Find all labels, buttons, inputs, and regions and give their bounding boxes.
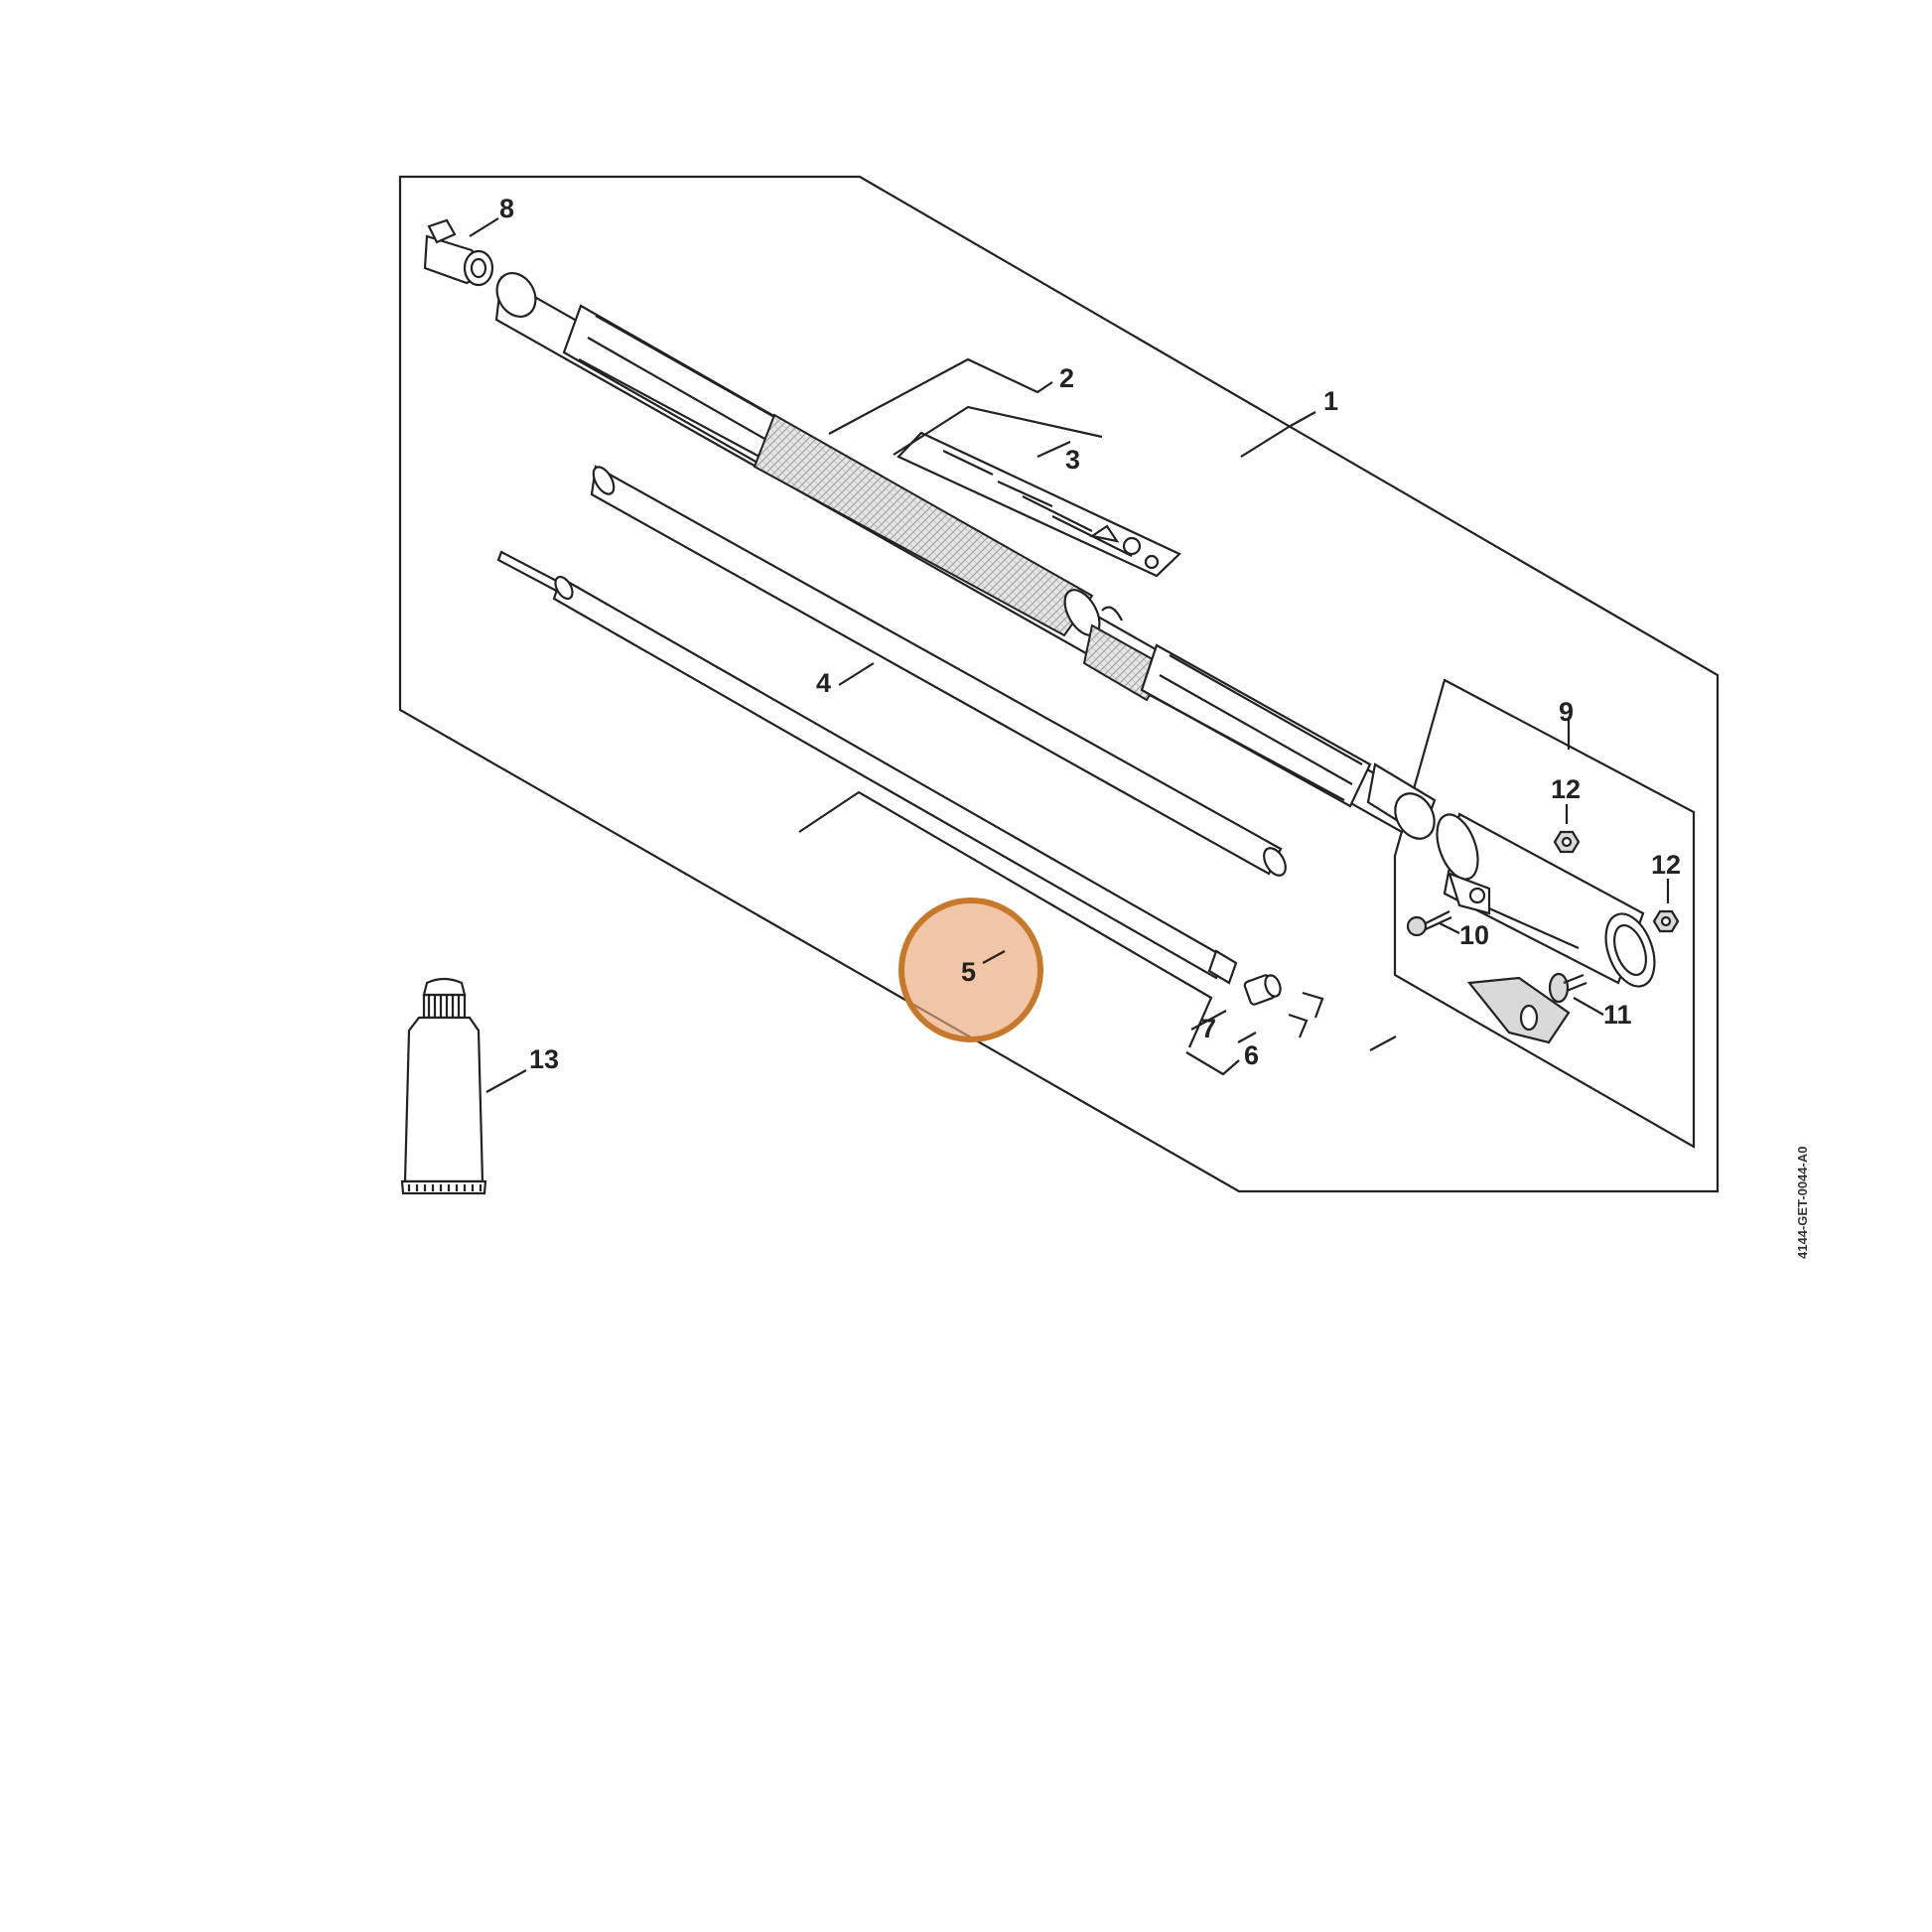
drive-tube[interactable] — [489, 266, 1443, 846]
tube-cap[interactable] — [423, 218, 494, 287]
drive-shaft[interactable] — [496, 550, 1238, 985]
label-part-10: 10 — [1459, 920, 1489, 950]
highlight-marker[interactable] — [898, 897, 1043, 1042]
label-part-11: 11 — [1603, 1000, 1632, 1030]
label-part-13: 13 — [529, 1044, 559, 1074]
label-part-7: 7 — [1201, 1014, 1216, 1043]
label-part-12-upper: 12 — [1551, 774, 1581, 804]
bushing[interactable] — [1243, 973, 1284, 1006]
handle-clamp[interactable] — [1429, 809, 1663, 993]
label-part-6: 6 — [1244, 1040, 1259, 1070]
assembly-boundary — [398, 175, 1720, 1193]
label-part-5: 5 — [961, 957, 976, 987]
warning-decal — [897, 431, 1181, 578]
label-part-1: 1 — [1323, 386, 1338, 416]
label-part-2: 2 — [1059, 363, 1074, 393]
drawing-code: 4144-GET-0044-A0 — [1795, 1147, 1810, 1259]
circlip[interactable] — [1288, 991, 1324, 1038]
label-part-4: 4 — [816, 668, 831, 698]
label-part-3: 3 — [1065, 445, 1080, 475]
protective-tube[interactable] — [590, 464, 1291, 879]
wing-screw[interactable] — [1466, 972, 1587, 1044]
label-part-9: 9 — [1559, 697, 1574, 727]
leader-lines — [469, 217, 1670, 1093]
hex-nut-right[interactable] — [1652, 909, 1680, 933]
label-part-8: 8 — [499, 194, 514, 223]
label-part-12-right: 12 — [1651, 850, 1681, 880]
hex-nut-upper[interactable] — [1553, 830, 1581, 854]
grease-tube[interactable] — [400, 977, 487, 1195]
clamp-screw[interactable] — [1406, 910, 1452, 937]
